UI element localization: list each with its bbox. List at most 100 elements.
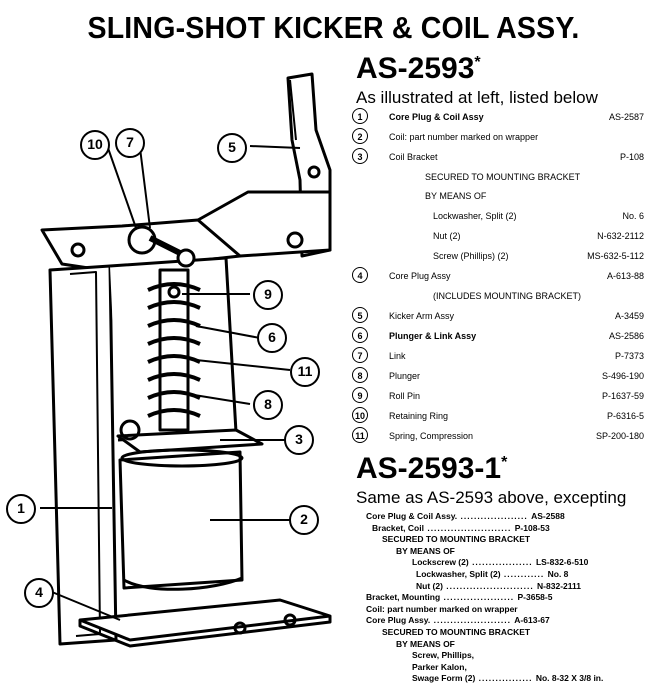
assy2-mark: * bbox=[501, 454, 508, 471]
parts-row-2: SECURED TO MOUNTING BRACKET bbox=[382, 627, 530, 637]
parts-row: 10 Retaining Ring P-6316-5 bbox=[352, 407, 652, 427]
assy1-mark: * bbox=[474, 54, 481, 71]
callout-9: 9 bbox=[253, 280, 283, 310]
parts-row-2: Swage Form (2) ................ No. 8-32… bbox=[412, 673, 603, 683]
callout-11: 11 bbox=[290, 357, 320, 387]
item-description: Bracket, Mounting bbox=[366, 592, 441, 603]
parts-row: 4 Core Plug Assy A-613-88 bbox=[352, 267, 652, 287]
parts-row-2: Screw, Phillips, bbox=[412, 650, 474, 660]
item-part-number: LS-832-6-510 bbox=[535, 557, 589, 568]
parts-row: Nut (2) N-632-2112 bbox=[352, 227, 652, 247]
callout-1: 1 bbox=[6, 494, 36, 524]
parts-row: 9 Roll Pin P-1637-59 bbox=[352, 387, 652, 407]
item-part-number: No. 8-32 X 3/8 in. bbox=[535, 673, 604, 684]
item-description: Nut (2) bbox=[416, 580, 443, 591]
item-part-number: P-1637-59 bbox=[601, 391, 644, 401]
page-title: SLING-SHOT KICKER & COIL ASSY. bbox=[87, 10, 580, 45]
item-part-number: AS-2587 bbox=[608, 112, 644, 122]
item-description: Screw, Phillips, bbox=[412, 650, 475, 661]
kicker-illustration bbox=[40, 72, 332, 648]
item-description: Lockwasher, Split (2) bbox=[416, 569, 501, 579]
leader-dots: .................... bbox=[457, 511, 532, 521]
item-description: Core Plug Assy. bbox=[366, 615, 431, 626]
parts-row: SECURED TO MOUNTING BRACKET bbox=[352, 168, 652, 188]
item-number: 6 bbox=[352, 327, 368, 343]
assy2-subtitle: Same as AS-2593 above, excepting bbox=[356, 488, 627, 507]
item-description: Core Plug Assy bbox=[389, 271, 451, 281]
callout-5: 5 bbox=[217, 133, 247, 163]
assy1-heading: AS-2593* bbox=[356, 52, 481, 86]
callout-8: 8 bbox=[253, 390, 283, 420]
item-description: BY MEANS OF bbox=[396, 545, 455, 556]
assy1-subtitle: As illustrated at left, listed below bbox=[356, 88, 598, 107]
item-part-number: A-613-88 bbox=[606, 271, 644, 281]
assy2-heading: AS-2593-1* bbox=[356, 452, 507, 486]
item-description: Plunger & Link Assy bbox=[389, 331, 477, 341]
item-part-number: SP-200-180 bbox=[595, 431, 644, 441]
item-part-number: P-108-53 bbox=[514, 522, 550, 533]
item-number: 10 bbox=[352, 407, 368, 423]
item-part-number: A-3459 bbox=[614, 311, 644, 321]
callout-6: 6 bbox=[257, 323, 287, 353]
item-part-number: N-632-2112 bbox=[597, 231, 644, 241]
parts-row-2: Coil: part number marked on wrapper bbox=[366, 604, 518, 614]
item-number: 9 bbox=[352, 387, 368, 403]
item-description: SECURED TO MOUNTING BRACKET bbox=[382, 627, 531, 637]
item-number: 3 bbox=[352, 148, 368, 164]
item-part-number: P-7373 bbox=[614, 351, 644, 361]
parts-row-2: Core Plug & Coil Assy. .................… bbox=[366, 511, 565, 521]
item-description: Retaining Ring bbox=[389, 411, 449, 421]
item-description: Roll Pin bbox=[389, 391, 421, 401]
parts-row: BY MEANS OF bbox=[352, 187, 652, 207]
leader-dots: ............ bbox=[500, 569, 548, 579]
parts-row-2: Parker Kalon, bbox=[412, 662, 467, 672]
parts-row-2: Lockscrew (2) .................. LS-832-… bbox=[412, 557, 588, 567]
leader-dots: ................ bbox=[475, 673, 536, 684]
item-part-number: P-6316-5 bbox=[606, 411, 644, 421]
item-part-number: P-3658-5 bbox=[517, 592, 553, 603]
item-description: Spring, Compression bbox=[389, 431, 474, 441]
parts-row-2: Bracket, Mounting ..................... … bbox=[366, 592, 552, 602]
item-number: 11 bbox=[352, 427, 368, 443]
parts-row-2: Lockwasher, Split (2) ............ No. 8 bbox=[416, 569, 568, 579]
item-description: Parker Kalon, bbox=[412, 661, 467, 672]
item-description: Coil: part number marked on wrapper bbox=[389, 132, 539, 142]
item-description: BY MEANS OF bbox=[396, 638, 455, 649]
item-description: Bracket, Coil bbox=[372, 522, 424, 533]
leader-dots: ....................... bbox=[430, 615, 515, 626]
parts-row-2: SECURED TO MOUNTING BRACKET bbox=[382, 534, 530, 544]
item-description: Core Plug & Coil Assy. bbox=[366, 511, 458, 521]
item-description: Screw (Phillips) (2) bbox=[433, 251, 509, 261]
parts-row: 11 Spring, Compression SP-200-180 bbox=[352, 427, 652, 447]
item-description: SECURED TO MOUNTING BRACKET bbox=[382, 534, 531, 545]
item-part-number: No. 8 bbox=[547, 569, 569, 579]
item-number: 1 bbox=[352, 108, 368, 124]
parts-row: (INCLUDES MOUNTING BRACKET) bbox=[352, 287, 652, 307]
item-description: Nut (2) bbox=[433, 231, 461, 241]
item-description: Coil: part number marked on wrapper bbox=[366, 603, 518, 614]
parts-row-2: BY MEANS OF bbox=[396, 639, 455, 649]
item-number: 4 bbox=[352, 267, 368, 283]
item-part-number: MS-632-5-112 bbox=[587, 251, 644, 261]
item-description: Lockscrew (2) bbox=[412, 557, 469, 568]
item-number: 8 bbox=[352, 367, 368, 383]
parts-row: 6 Plunger & Link Assy AS-2586 bbox=[352, 327, 652, 347]
item-part-number: A-613-67 bbox=[514, 615, 550, 626]
item-part-number: N-832-2111 bbox=[537, 580, 581, 591]
item-part-number: No. 6 bbox=[622, 211, 644, 221]
item-part-number: AS-2588 bbox=[531, 511, 565, 521]
item-number: 5 bbox=[352, 307, 368, 323]
callout-4: 4 bbox=[24, 578, 54, 608]
item-description: Lockwasher, Split (2) bbox=[433, 211, 517, 221]
assy2-number: AS-2593-1 bbox=[356, 452, 502, 485]
parts-row-2: BY MEANS OF bbox=[396, 546, 455, 556]
item-description: Plunger bbox=[389, 371, 421, 381]
parts-row: Lockwasher, Split (2) No. 6 bbox=[352, 207, 652, 227]
item-description: BY MEANS OF bbox=[425, 191, 487, 201]
item-part-number: AS-2586 bbox=[608, 331, 644, 341]
callout-2: 2 bbox=[289, 505, 319, 535]
